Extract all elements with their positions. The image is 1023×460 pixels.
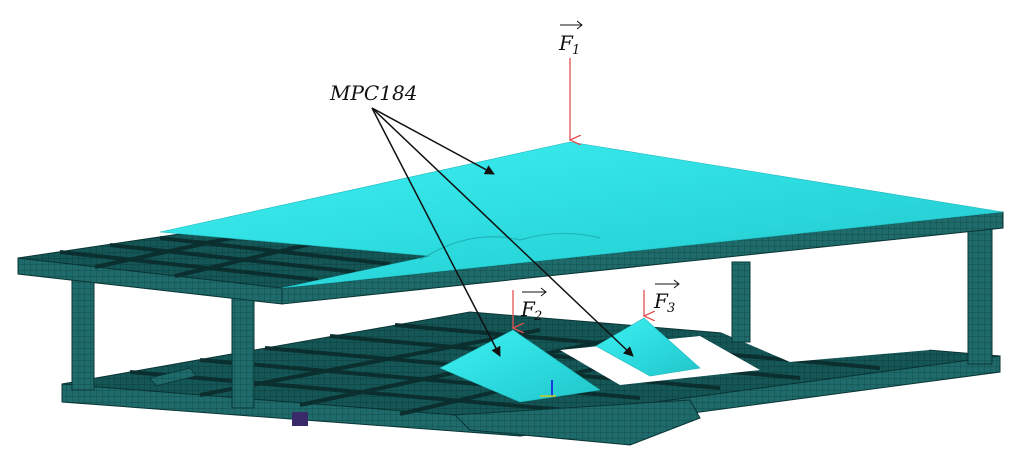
force-label-f2: F 2 [520, 287, 547, 324]
force-label-f3-sub: 3 [667, 301, 675, 316]
column-front-right [967, 221, 993, 365]
mpc184-label: MPC184 [329, 81, 417, 105]
force-arrows [513, 58, 644, 328]
force-label-f1-sub: 1 [572, 43, 580, 58]
force-label-f3: F 3 [653, 279, 680, 316]
contact-regions [159, 141, 1004, 403]
contact-region-f2 [439, 329, 601, 403]
column-rear-right [731, 261, 751, 343]
columns [71, 221, 993, 409]
lower-frame-opening [720, 322, 930, 362]
force-label-f3-letter: F [653, 289, 669, 313]
column-front-left [71, 267, 95, 391]
contact-region-top-texture [419, 232, 601, 261]
force-label-f2-letter: F [520, 297, 536, 321]
upper-frame [17, 211, 1004, 305]
lower-subframe [453, 399, 701, 446]
contact-region-f3 [595, 317, 701, 377]
lower-frame-cross-member [149, 367, 197, 387]
pointer-arrow-f3-region [371, 107, 634, 357]
pointer-arrows [371, 107, 634, 357]
column-front-center [231, 289, 255, 409]
pointer-arrow-top [371, 107, 495, 175]
pointer-arrow-f2-region [371, 107, 501, 357]
labels: MPC184 F 1 F 2 F 3 [329, 20, 680, 324]
force-label-f1-letter: F [558, 31, 574, 55]
upper-frame-grid [59, 232, 391, 282]
lower-frame-bracket [292, 412, 308, 426]
force-label-f2-sub: 2 [533, 309, 542, 324]
contact-region-top [159, 141, 1004, 289]
force-label-f1: F 1 [558, 20, 583, 58]
